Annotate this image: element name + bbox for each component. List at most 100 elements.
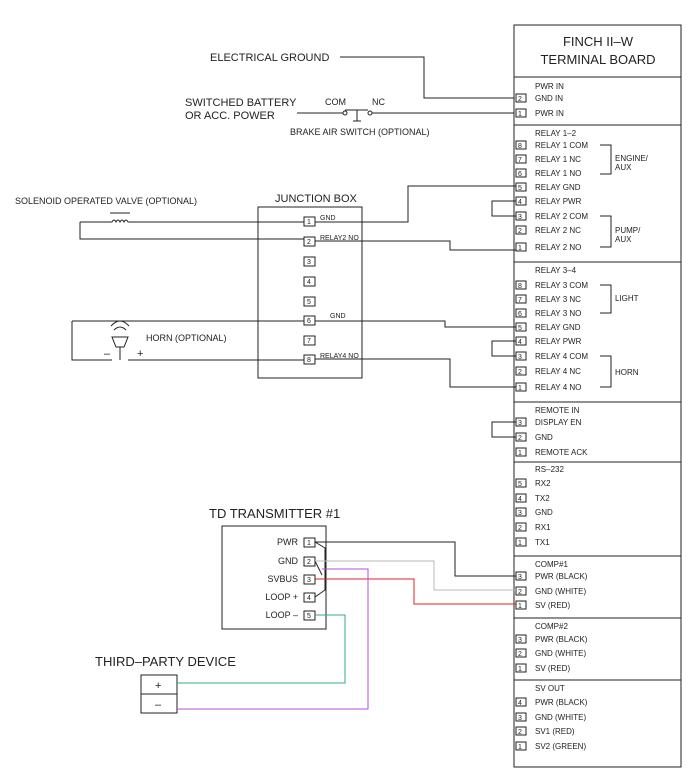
pin-label: REMOTE ACK xyxy=(535,448,588,457)
section-header-relay-1-2: RELAY 1–2 xyxy=(535,129,577,138)
pin-number: 4 xyxy=(518,339,522,346)
pin-number: 3 xyxy=(518,420,522,427)
pin-label-pwr-in: PWR IN xyxy=(535,109,564,118)
pin-label: TX1 xyxy=(535,538,550,547)
pin-label: RX2 xyxy=(535,479,551,488)
td-pin-label: PWR xyxy=(277,537,298,547)
terminal-number: 6 xyxy=(307,318,311,325)
pin-number: 1 xyxy=(518,603,522,610)
td-pin-label: LOOP + xyxy=(265,592,298,602)
section-header-comp1: COMP#1 xyxy=(535,560,568,569)
terminal-number: 3 xyxy=(307,259,311,266)
pin-label-gnd-in: GND IN xyxy=(535,94,563,103)
pin-label: GND (WHITE) xyxy=(535,587,586,596)
terminal-board-title: FINCH II–W xyxy=(563,34,634,49)
terminal-number: 1 xyxy=(307,219,311,226)
wire-red xyxy=(315,578,516,605)
pin-number: 2 xyxy=(518,435,522,442)
relay-jumpers xyxy=(491,200,516,438)
pin-number: 3 xyxy=(518,214,522,221)
pin-number: 7 xyxy=(518,157,522,164)
section-header-sv-out: SV OUT xyxy=(535,684,565,693)
pin-number: 8 xyxy=(518,143,522,150)
group-label-light: LIGHT xyxy=(615,294,639,303)
pin-label: RELAY 1 NC xyxy=(535,155,581,164)
junction-box-label: JUNCTION BOX xyxy=(275,193,358,205)
pin-number: 1 xyxy=(518,111,522,118)
td-transmitter-outline xyxy=(221,525,327,630)
third-party-device: THIRD–PARTY DEVICE + – xyxy=(95,654,236,714)
group-label-pump: PUMP/ xyxy=(615,226,641,235)
td-pin-label: GND xyxy=(278,556,299,566)
pin-number: 1 xyxy=(518,744,522,751)
td-pin-number: 4 xyxy=(307,595,311,602)
terminal-label: GND xyxy=(320,215,336,222)
group-label-horn: HORN xyxy=(615,368,639,377)
pin-number: 2 xyxy=(518,589,522,596)
section-header-remote-in: REMOTE IN xyxy=(535,406,580,415)
td-transmitter: TD TRANSMITTER #1 PWR 1 GND 2 SVBUS 3 LO… xyxy=(209,506,340,630)
junction-box-outline xyxy=(257,206,363,379)
coil-icon xyxy=(111,219,129,224)
pin-label: RELAY 1 COM xyxy=(535,141,588,150)
pin-number: 2 xyxy=(518,651,522,658)
group-label-aux: AUX xyxy=(615,163,632,172)
terminal-number: 8 xyxy=(307,357,311,364)
brake-switch-label: BRAKE AIR SWITCH (OPTIONAL) xyxy=(290,127,430,137)
horn-label: HORN (OPTIONAL) xyxy=(146,333,227,343)
pin-number: 4 xyxy=(518,700,522,707)
junction-box: JUNCTION BOX 1 GND 2 RELAY2 NO 3 4 5 6 G… xyxy=(257,185,516,388)
td-pin-number: 3 xyxy=(307,577,311,584)
pin-number: 3 xyxy=(518,574,522,581)
terminal-label: RELAY4 NO xyxy=(320,353,359,360)
terminal-board-outline xyxy=(513,24,682,768)
pin-number: 3 xyxy=(518,510,522,517)
pin-label: RELAY 3 COM xyxy=(535,281,588,290)
terminal-label: GND xyxy=(330,313,346,320)
pin-label: RELAY GND xyxy=(535,183,581,192)
pin-label: RELAY PWR xyxy=(535,337,582,346)
pin-number: 2 xyxy=(518,228,522,235)
pin-label: GND (WHITE) xyxy=(535,649,586,658)
terminal-label: RELAY2 NO xyxy=(320,235,359,242)
pin-label: RELAY 3 NO xyxy=(535,309,581,318)
horn-plus: + xyxy=(137,348,143,360)
group-label-engine: ENGINE/ xyxy=(615,154,649,163)
pin-number: 3 xyxy=(518,637,522,644)
pin-label: SV (RED) xyxy=(535,601,570,610)
pin-label: TX2 xyxy=(535,494,550,503)
pin-label: GND (WHITE) xyxy=(535,713,586,722)
pin-number: 4 xyxy=(518,496,522,503)
pin-number: 5 xyxy=(518,481,522,488)
switched-battery-label: SWITCHED BATTERY xyxy=(185,97,297,109)
pin-number: 2 xyxy=(518,369,522,376)
pin-number: 5 xyxy=(518,325,522,332)
pin-label: RELAY GND xyxy=(535,323,581,332)
tp-minus: – xyxy=(155,699,162,711)
td-pin-number: 2 xyxy=(307,559,311,566)
terminal-number: 2 xyxy=(307,239,311,246)
pin-label: PWR (BLACK) xyxy=(535,698,588,707)
td-pin-number: 1 xyxy=(307,540,311,547)
power-input-wiring: ELECTRICAL GROUND SWITCHED BATTERY OR AC… xyxy=(185,52,514,137)
pin-label: RELAY 2 COM xyxy=(535,212,588,221)
pin-number: 1 xyxy=(518,540,522,547)
section-header-pwr-in: PWR IN xyxy=(535,82,564,91)
switch-contact-icon xyxy=(342,110,348,116)
wire-green xyxy=(177,614,346,684)
pin-number: 3 xyxy=(518,354,522,361)
pin-number: 7 xyxy=(518,297,522,304)
terminal-board: FINCH II–W TERMINAL BOARD PWR IN 2 GND I… xyxy=(513,24,682,768)
terminal-number: 4 xyxy=(307,279,311,286)
pin-number: 1 xyxy=(518,245,522,252)
solenoid-label: SOLENOID OPERATED VALVE (OPTIONAL) xyxy=(15,196,197,206)
pin-label: DISPLAY EN xyxy=(535,418,582,427)
com-label: COM xyxy=(325,97,346,107)
group-label-aux: AUX xyxy=(615,235,632,244)
terminal-number: 7 xyxy=(307,338,311,345)
pin-label: RELAY PWR xyxy=(535,197,582,206)
pin-label: RX1 xyxy=(535,523,551,532)
sound-wave-icon xyxy=(113,326,127,331)
section-header-comp2: COMP#2 xyxy=(535,622,568,631)
